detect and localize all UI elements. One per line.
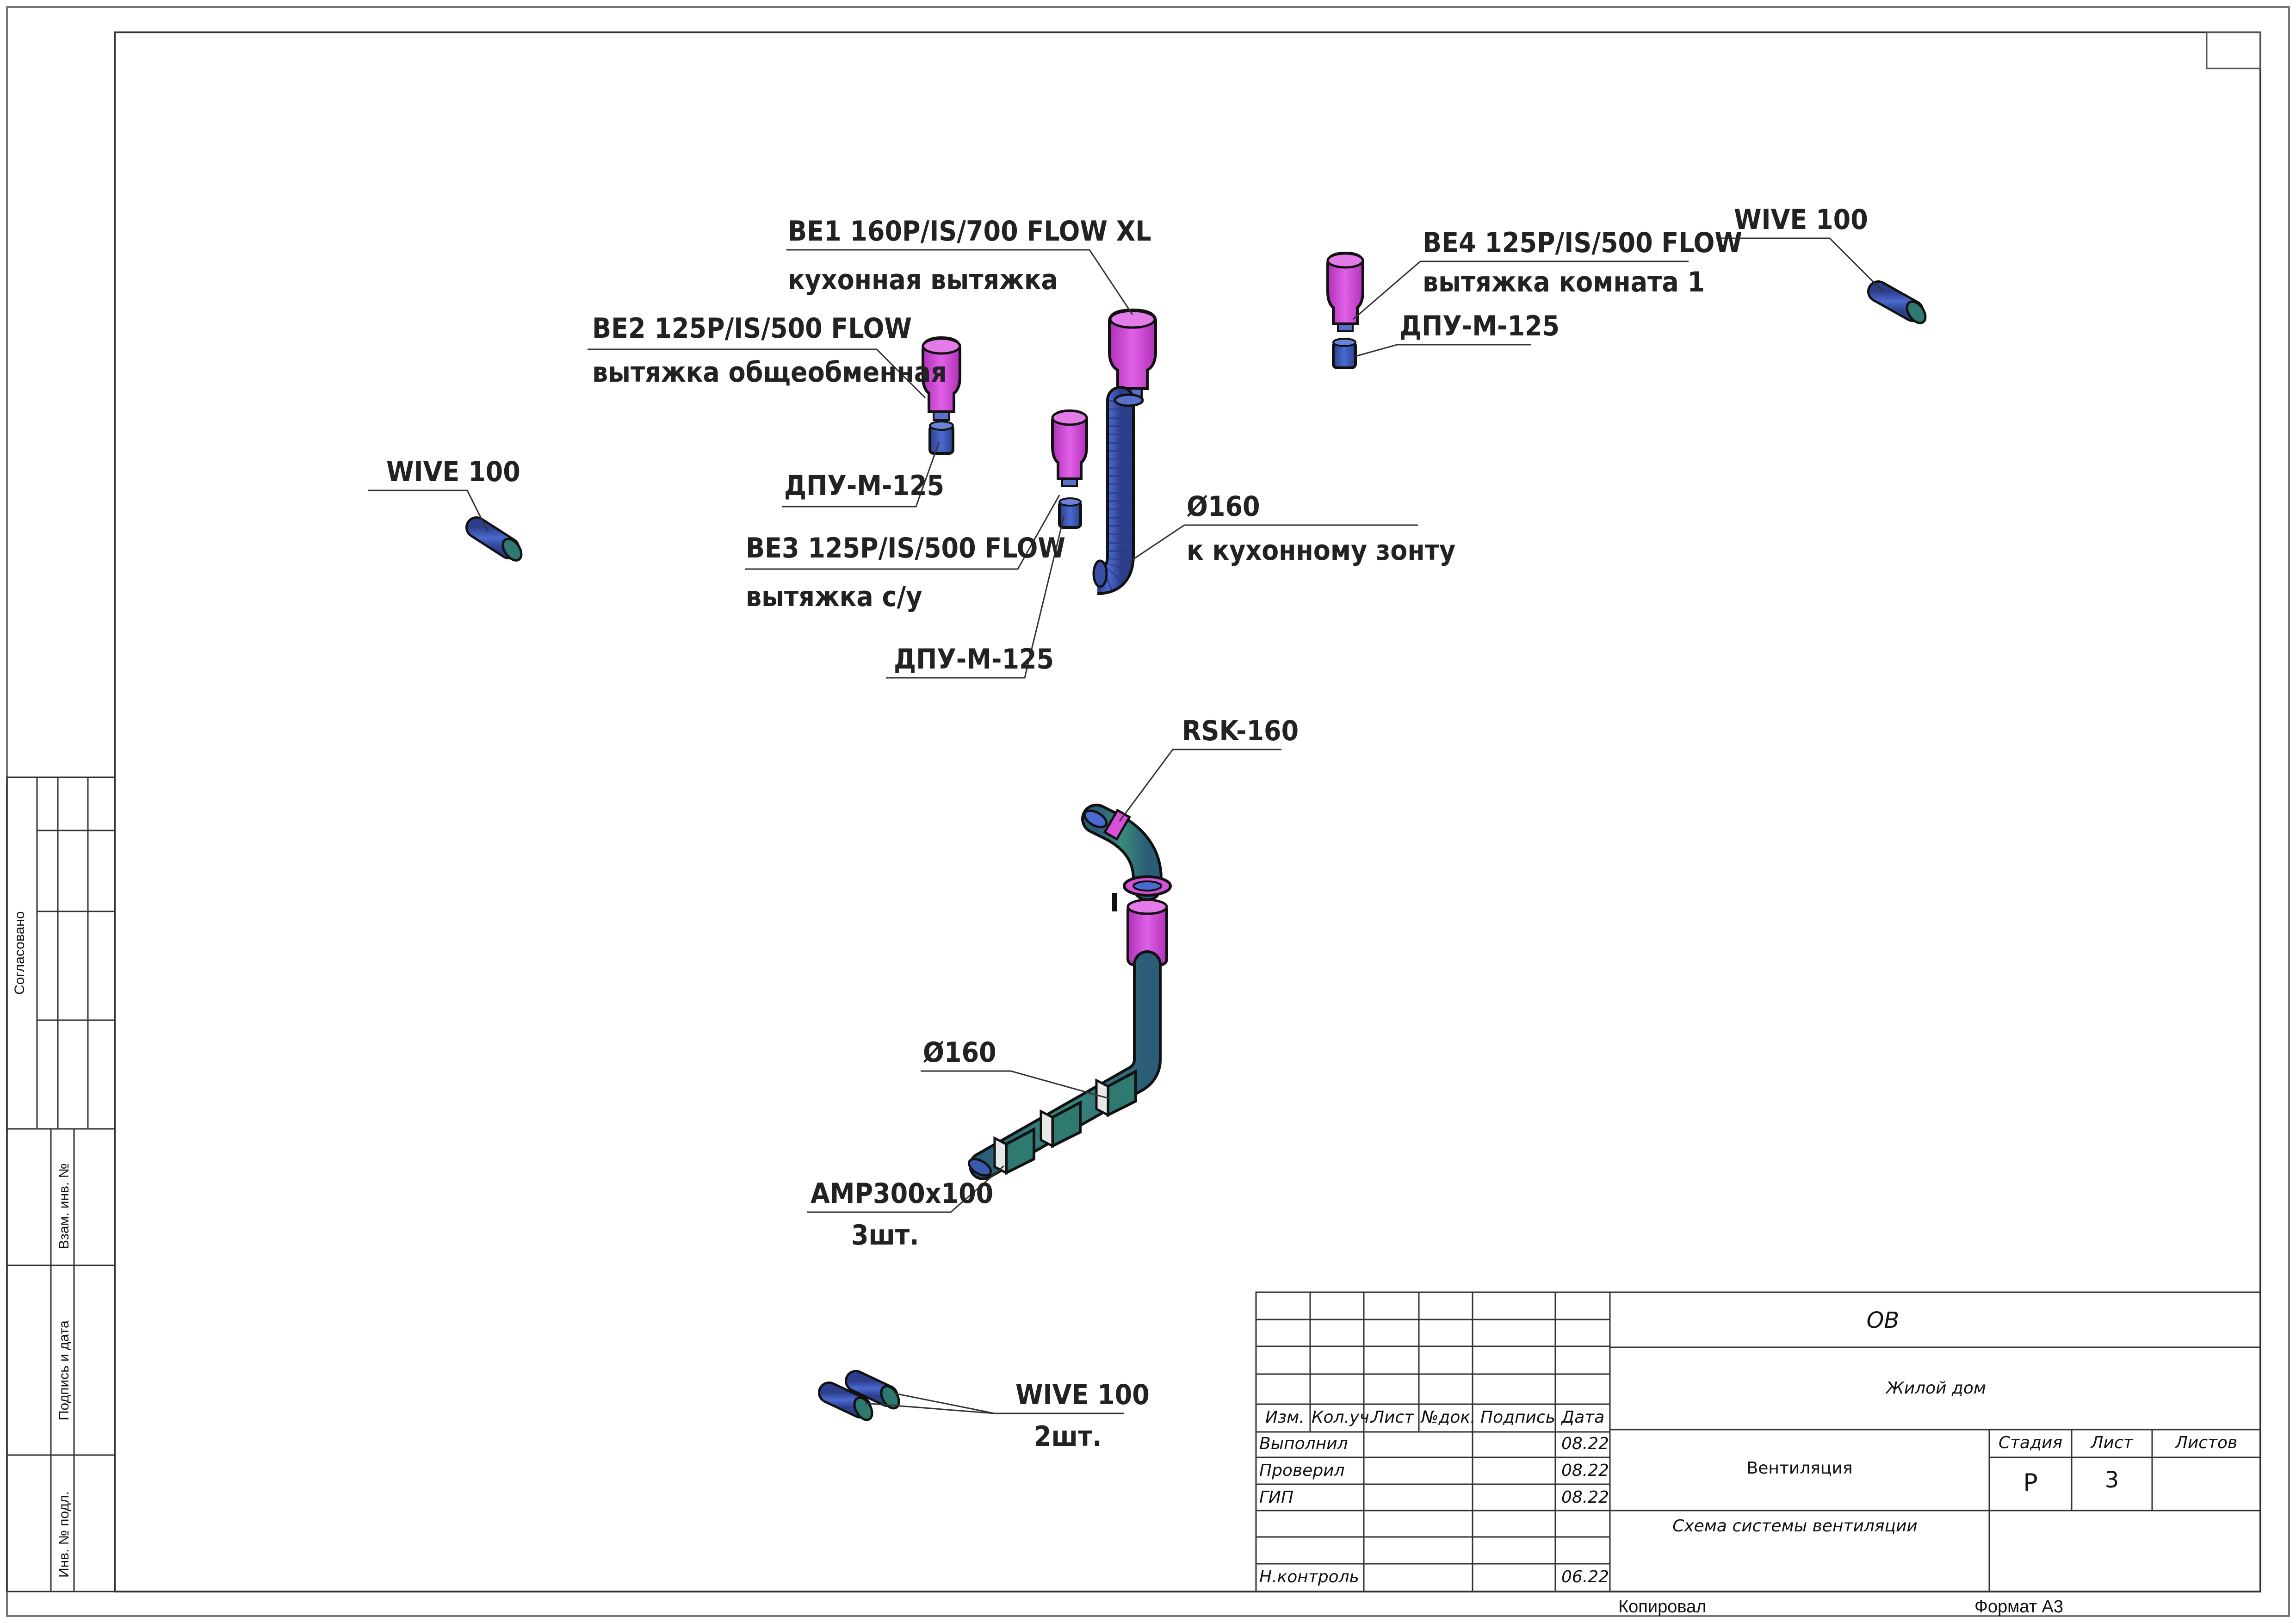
label-dpu-be4: ДПУ-М-125 (1399, 310, 1560, 342)
tb-date-2: 08.22 (1561, 1461, 1609, 1480)
label-be4-desc: вытяжка комната 1 (1423, 266, 1705, 298)
side-agreed: Согласовано (12, 911, 27, 995)
label-be4: BE4 125P/IS/500 FLOW (1423, 227, 1742, 259)
diffuser-be2 (922, 336, 961, 421)
tb-role-1: Выполнил (1259, 1434, 1348, 1453)
wall-vent-wive-left (465, 516, 523, 562)
inner-frame (114, 31, 2261, 1592)
tb-sheet-header: Лист (2090, 1433, 2133, 1452)
tb-h-izm: Изм. (1265, 1408, 1305, 1427)
label-d160-hood-desc: к кухонному зонту (1187, 534, 1455, 567)
grille-amp-1 (1095, 1069, 1137, 1117)
tb-h-list: Лист (1371, 1408, 1414, 1427)
outer-border (6, 6, 2290, 1617)
valve-dpu-be2 (928, 421, 954, 455)
diffuser-be4 (1326, 251, 1364, 332)
title-block (1255, 1291, 2261, 1592)
label-dpu-be3: ДПУ-М-125 (894, 643, 1054, 675)
leader-lines (368, 237, 1884, 1414)
side-sign-date: Подпись и дата (56, 1320, 72, 1420)
label-be2: BE2 125P/IS/500 FLOW (592, 312, 912, 345)
tb-h-kol: Кол.уч. (1312, 1408, 1374, 1427)
label-wive-right: WIVE 100 (1734, 204, 1868, 236)
label-be1-desc: кухонная вытяжка (788, 264, 1058, 296)
flex-duct-kitchen (1087, 386, 1144, 595)
tb-date-4: 06.22 (1561, 1567, 1609, 1586)
label-amp: AMP300x100 (811, 1177, 993, 1210)
label-amp-qty: 3шт. (851, 1219, 919, 1251)
diffuser-be1 (1108, 308, 1157, 399)
label-d160-hood: Ø160 (1187, 490, 1260, 523)
valve-dpu-be4 (1332, 338, 1357, 369)
label-wive-left: WIVE 100 (386, 456, 520, 488)
tb-role-3: ГИП (1259, 1488, 1293, 1507)
label-rsk: RSK-160 (1182, 715, 1299, 747)
corner-box (2206, 31, 2261, 69)
tb-project: Жилой дом (1885, 1379, 1986, 1398)
tb-date-1: 08.22 (1561, 1434, 1609, 1453)
grille-amp-3 (993, 1127, 1035, 1175)
side-ref-inv: Взам. инв. № (56, 1163, 72, 1249)
wall-vent-wive-bottom (818, 1370, 900, 1421)
tb-sheet-no: 3 (2105, 1467, 2119, 1493)
tb-role-2: Проверил (1259, 1461, 1345, 1480)
diffuser-be3 (1051, 409, 1088, 487)
label-wive-bottom: WIVE 100 (1015, 1379, 1150, 1411)
label-be3: BE3 125P/IS/500 FLOW (746, 532, 1065, 564)
label-wive-bottom-qty: 2шт. (1034, 1420, 1102, 1453)
tb-code: ОВ (1867, 1307, 1900, 1333)
footer-copied: Копировал (1618, 1597, 1706, 1617)
wall-vent-wive-right (1867, 280, 1927, 324)
grille-amp-2 (1040, 1100, 1082, 1148)
main-duct (967, 804, 1172, 1180)
valve-dpu-be3 (1058, 497, 1082, 529)
footer-format: Формат А3 (1974, 1597, 2063, 1617)
side-inv-orig: Инв. № подл. (56, 1491, 72, 1578)
tb-h-ndoc: №док. (1420, 1408, 1476, 1427)
tb-sheets-header: Листов (2174, 1433, 2237, 1452)
label-be3-desc: вытяжка с/у (746, 581, 922, 613)
label-be2-desc: вытяжка общеобменная (592, 356, 947, 389)
tb-stage: Р (2023, 1469, 2037, 1497)
label-dpu-be2: ДПУ-М-125 (784, 470, 944, 502)
tb-h-sign: Подпись (1480, 1408, 1555, 1427)
label-be1: BE1 160P/IS/700 FLOW XL (788, 215, 1151, 248)
label-d160-main: Ø160 (923, 1036, 996, 1069)
side-stamp (6, 776, 116, 1592)
tb-sheet-title: Схема системы вентиляции (1672, 1517, 1918, 1536)
tb-role-4: Н.контроль (1259, 1567, 1359, 1586)
tb-section: Вентиляция (1747, 1459, 1853, 1478)
tb-date-3: 08.22 (1561, 1488, 1609, 1507)
tb-stage-header: Стадия (1999, 1433, 2062, 1452)
tb-h-date: Дата (1560, 1408, 1604, 1427)
